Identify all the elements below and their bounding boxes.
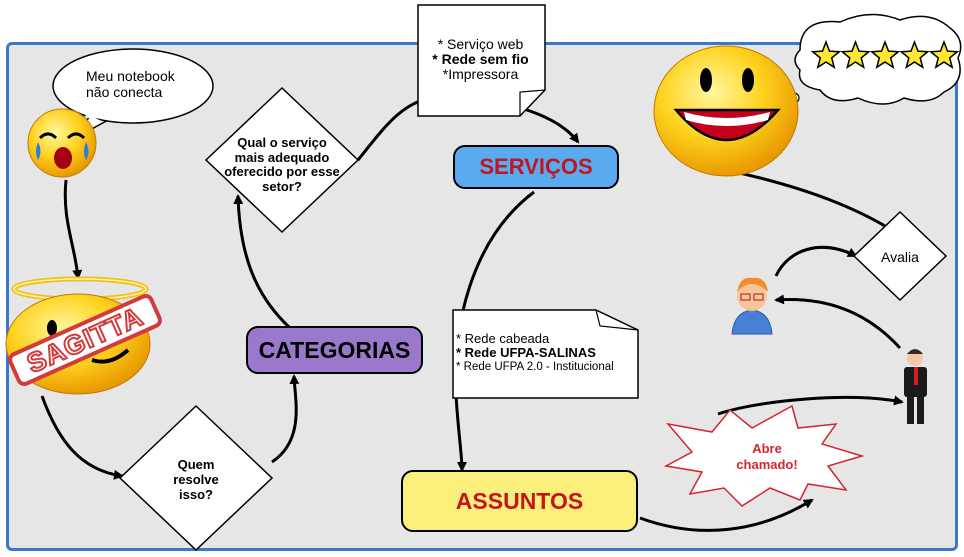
rating-stars: [810, 39, 960, 69]
who-line-1: Quem: [177, 457, 215, 472]
abre-chamado-text: Abre chamado!: [712, 441, 822, 473]
service-q-line-4: setor?: [262, 178, 302, 194]
avalia-diamond: [852, 210, 948, 302]
happy-face-icon: [653, 45, 799, 177]
arrow-user-to-avalia: [774, 245, 858, 277]
note-subjects-text: * Rede cabeada * Rede UFPA-SALINAS * Red…: [456, 332, 636, 374]
avalia-text: Avalia: [881, 249, 919, 265]
note-subjects-line-2: * Rede UFPA-SALINAS: [456, 345, 596, 360]
assuntos-label: ASSUNTOS: [455, 487, 584, 514]
user-icon: [731, 277, 773, 335]
question-service-text: Qual o serviço mais adequado oferecido p…: [204, 135, 360, 194]
categorias-box: CATEGORIAS: [246, 326, 423, 374]
arrow-categorias-to-question: [233, 194, 292, 330]
arrow-sagitta-to-who: [40, 395, 124, 480]
chamado-starburst: [663, 404, 865, 507]
arrow-who-to-categorias: [271, 374, 300, 464]
note-services-text: * Serviço web * Rede sem fio *Impressora: [418, 37, 543, 82]
arrow-avalia-to-happy: [724, 166, 896, 234]
note-services-line-1: * Serviço web: [437, 36, 524, 52]
thought-bubble: [778, 13, 962, 112]
decision-service-diamond: [204, 86, 360, 234]
categorias-label: CATEGORIAS: [258, 336, 411, 363]
note-subjects-line-3: * Rede UFPA 2.0 - Institucional: [456, 361, 614, 373]
speech-line-1: Meu notebook: [86, 68, 175, 84]
star-icon: [810, 39, 842, 69]
chamado-line-1: Abre: [752, 441, 782, 456]
man-in-suit-icon: [904, 349, 927, 424]
note-services-line-2: * Rede sem fio: [432, 51, 529, 67]
speech-bubble-text: Meu notebook não conecta: [86, 68, 175, 100]
who-line-3: isso?: [179, 487, 213, 502]
star-icon: [899, 39, 930, 69]
service-q-line-1: Qual o serviço: [237, 135, 327, 150]
chamado-line-2: chamado!: [736, 457, 798, 472]
crying-face-icon: [27, 108, 97, 178]
question-who-text: Quem resolve isso?: [150, 457, 242, 502]
note-services: [417, 4, 546, 117]
arrow-assuntos-to-chamado: [639, 498, 814, 532]
note-services-line-3: *Impressora: [442, 66, 519, 82]
servicos-label: SERVIÇOS: [479, 154, 593, 179]
note-subjects-line-1: * Rede cabeada: [456, 331, 550, 346]
arrow-chamado-to-man: [717, 395, 904, 416]
star-icon: [928, 39, 960, 69]
note-subjects: [452, 309, 639, 399]
star-icon: [840, 39, 871, 69]
who-line-2: resolve: [173, 472, 219, 487]
arrow-man-to-user: [774, 294, 902, 350]
service-q-line-3: oferecido por esse: [224, 164, 340, 179]
arrow-sad-to-sagitta: [63, 179, 83, 280]
speech-line-2: não conecta: [86, 84, 163, 100]
servicos-box: SERVIÇOS: [453, 145, 619, 189]
decision-who-diamond: [118, 404, 274, 552]
service-q-line-2: mais adequado: [234, 149, 330, 165]
star-icon: [869, 39, 901, 69]
assuntos-box: ASSUNTOS: [401, 470, 638, 532]
